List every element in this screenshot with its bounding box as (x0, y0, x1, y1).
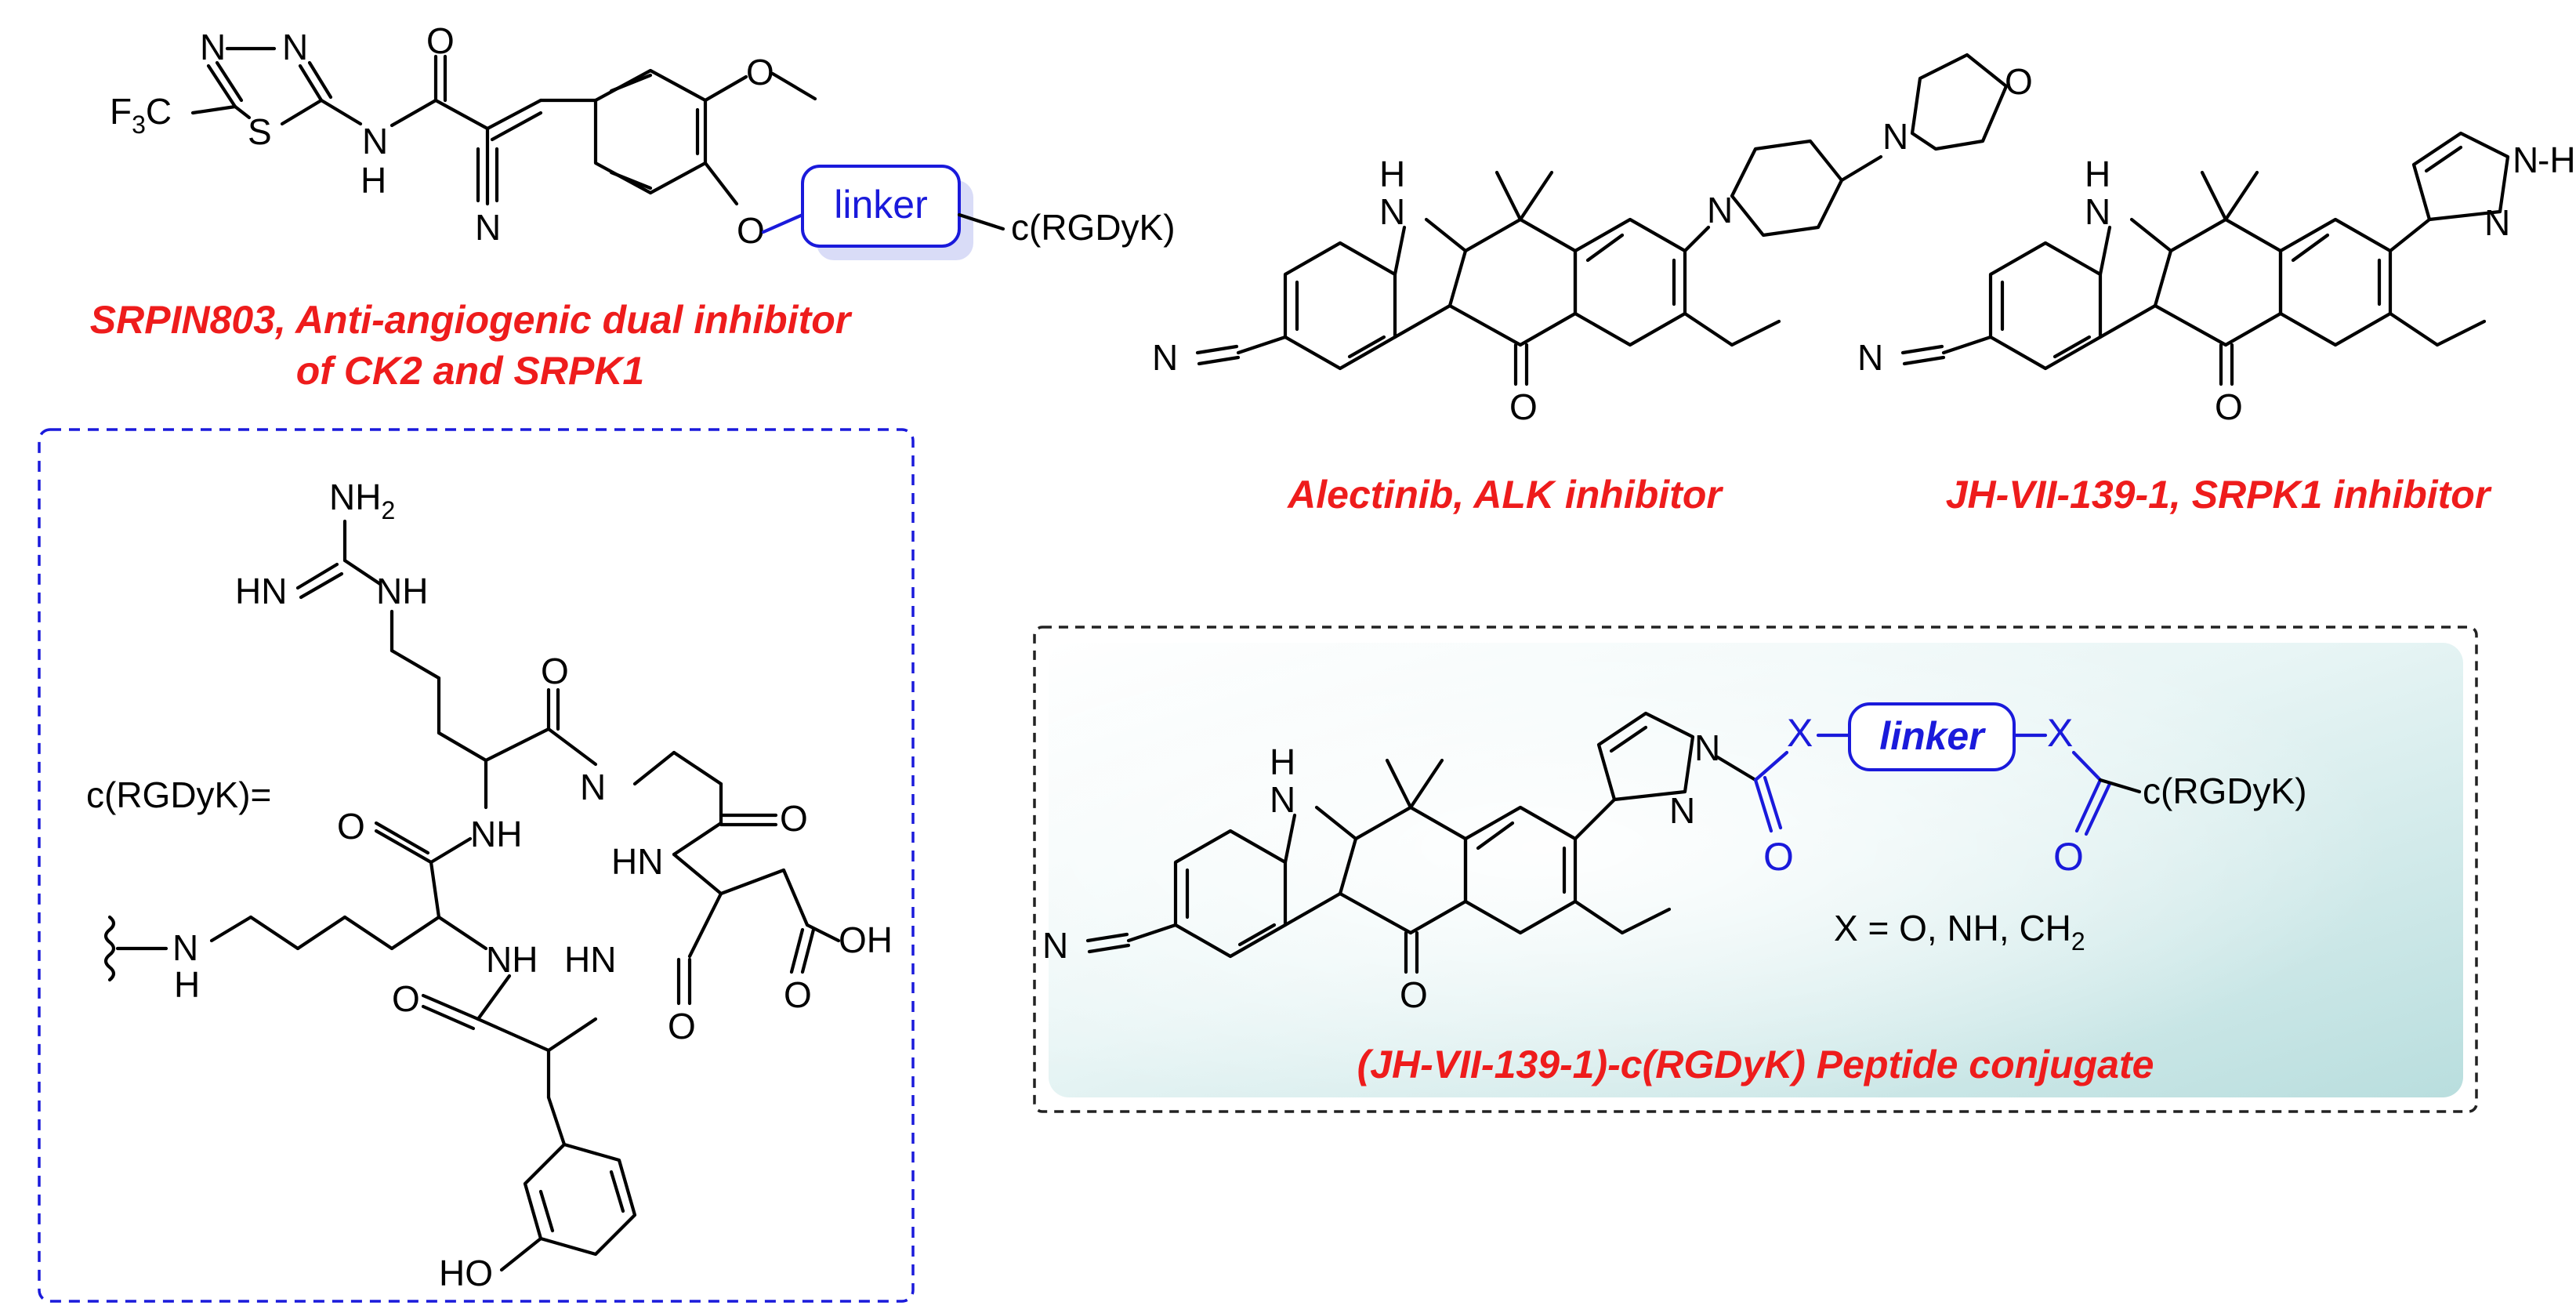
atom-o-morpholine: O (2005, 61, 2033, 102)
atom-h: H (360, 160, 386, 201)
alectinib-caption: Alectinib, ALK inhibitor (1286, 473, 1723, 517)
atom-h: -H (2538, 140, 2576, 180)
conjugate-box-border (1033, 626, 2478, 1113)
rgd-conjugate-label: c(RGDyK) (2143, 771, 2307, 811)
rgd-structure: c(RGDyK)= NH2 HN NH O N O HN NH O (86, 477, 893, 1293)
atom-n-pyrazole: N (2484, 202, 2510, 243)
atom-hn: HN (235, 571, 287, 611)
atom-hn: HN (611, 841, 663, 882)
atom-n-nitrile: N (1042, 925, 1068, 966)
atom-nh2: NH2 (329, 477, 395, 524)
rgd-definition-box (38, 428, 915, 1303)
atom-n-pyrazole: N (1694, 727, 1720, 768)
atom-h: H (1270, 742, 1295, 782)
jh-caption: JH-VII-139-1, SRPK1 inhibitor (1946, 473, 2492, 517)
conjugate-caption: (JH-VII-139-1)-c(RGDyK) Peptide conjugat… (1357, 1043, 2154, 1086)
atom-x-right: X (2047, 711, 2073, 755)
srpin803-caption-line2: of CK2 and SRPK1 (296, 349, 645, 393)
atom-o-methoxy: O (746, 52, 774, 92)
atom-n-pyrazole: N (1669, 790, 1695, 831)
atom-n: N (1270, 779, 1295, 820)
atom-x-left: X (1787, 711, 1813, 755)
atom-o: O (426, 20, 455, 61)
jh-structure: H N O N N -H N (1857, 131, 2576, 427)
atom-o: O (392, 978, 420, 1019)
atom-n: N (172, 927, 198, 968)
atom-o: O (668, 1006, 696, 1046)
atom-nh: NH (486, 939, 538, 980)
atom-nh-pyrazole: N (2513, 140, 2538, 180)
atom-n: N (2085, 191, 2110, 232)
cf3-label: F3C (110, 91, 172, 139)
x-definition-label: X = O, NH, CH2 (1834, 908, 2085, 956)
rgd-tail-label: c(RGDyK) (1011, 207, 1176, 248)
atom-n: N (580, 767, 606, 807)
atom-o: O (780, 798, 808, 839)
atom-n-nitrile: N (475, 207, 501, 248)
atom-n-nitrile: N (1152, 337, 1178, 378)
conjugate-structure: H N O N N N (1042, 702, 2307, 1015)
linker-label: linker (834, 183, 927, 227)
srpin803-caption-line1: SRPIN803, Anti-angiogenic dual inhibitor (90, 298, 853, 342)
atom-hn: HN (564, 939, 616, 980)
atom-h: H (174, 964, 200, 1005)
srpin803-structure: N N S F3C N H O N (110, 20, 1176, 260)
atom-n-morpholine: N (1882, 116, 1908, 157)
atom-o-ketone: O (1509, 386, 1538, 427)
atom-o-ether: O (737, 210, 765, 251)
atom-o: O (541, 651, 569, 691)
atom-n: N (1379, 191, 1405, 232)
atom-o: O (784, 974, 812, 1015)
rgd-definition-label: c(RGDyK)= (86, 774, 271, 815)
atom-n: N (282, 27, 308, 67)
atom-s: S (248, 111, 272, 152)
linker-label-conjugate: linker (1879, 714, 1986, 758)
atom-nh: NH (376, 571, 428, 611)
atom-oh: OH (839, 919, 893, 960)
atom-nh: NH (470, 814, 522, 854)
atom-nh: H (2085, 154, 2110, 194)
atom-n-nitrile: N (1857, 337, 1883, 378)
atom-ho: HO (439, 1253, 493, 1293)
atom-o-carbonyl: O (2053, 835, 2084, 879)
atom-nh: N (362, 121, 388, 161)
atom-o-carbonyl: O (1763, 835, 1794, 879)
alectinib-structure: H N O N N (1152, 53, 2033, 427)
atom-o-ketone: O (2215, 386, 2243, 427)
atom-nh: H (1379, 154, 1405, 194)
atom-o: O (337, 806, 365, 847)
atom-n: N (200, 27, 226, 67)
atom-n-piperidine: N (1707, 190, 1733, 230)
atom-o-ketone: O (1400, 974, 1428, 1015)
